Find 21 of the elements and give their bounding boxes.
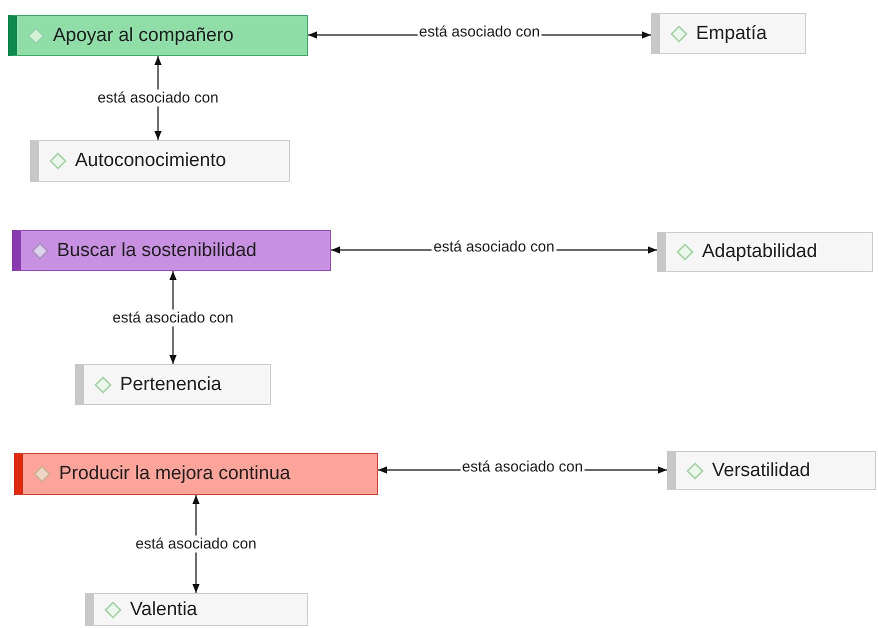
concept-box — [30, 140, 290, 182]
concept-box — [14, 453, 378, 495]
concept-label: Valentia — [130, 598, 198, 620]
concept-box — [657, 232, 873, 272]
edge-label: está asociado con — [110, 309, 236, 326]
concept-label: Pertenencia — [120, 374, 222, 396]
concept-box — [667, 451, 876, 490]
concept-label: Empatía — [696, 22, 767, 44]
concept-box — [8, 15, 308, 56]
concept-box — [651, 13, 806, 54]
edge-label: está asociado con — [96, 90, 220, 106]
concept-box — [75, 364, 271, 405]
edge-label: está asociado con — [134, 536, 258, 552]
concept-label: Apoyar al compañero — [53, 24, 234, 46]
concept-box — [12, 230, 331, 271]
concept-label: Autoconocimiento — [75, 150, 226, 172]
concept-label: Producir la mejora continua — [59, 463, 290, 485]
concept-label: Versatilidad — [712, 460, 810, 482]
concept-label: Adaptabilidad — [702, 241, 818, 263]
concept-box — [85, 593, 308, 626]
concept-label: Buscar la sostenibilidad — [57, 240, 257, 262]
